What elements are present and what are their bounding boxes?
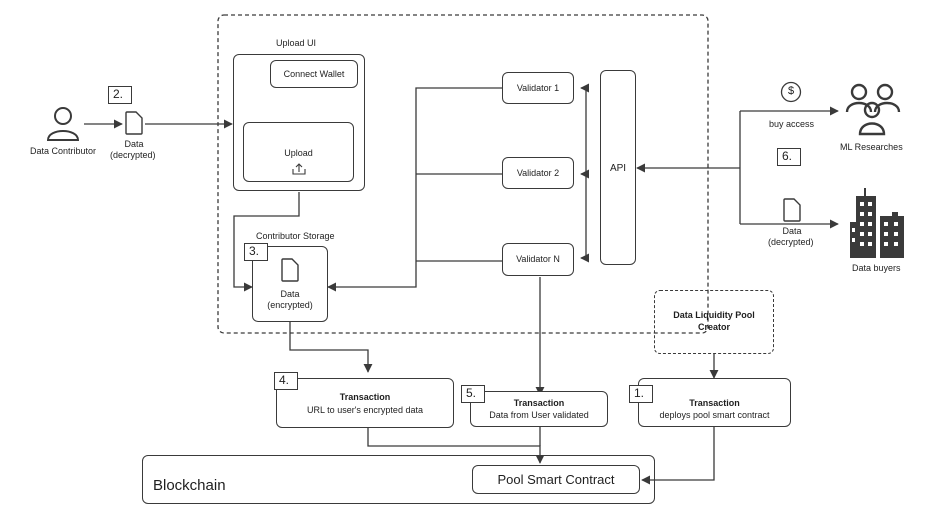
api-label: API [609,163,627,174]
transaction-4-desc: URL to user's encrypted data [307,405,423,415]
transaction-1-title: Transaction [689,398,740,408]
pool-creator-label-2: Creator [697,322,730,332]
transaction-5-box [470,391,608,427]
connect-wallet-label: Connect Wallet [283,69,345,79]
transaction-1-box [638,378,791,427]
platform-region [217,14,709,334]
connect-wallet-button[interactable]: Connect Wallet [270,60,358,88]
validator-1-label: Validator 1 [516,83,560,93]
data-encrypted-label-2: (encrypted) [267,300,313,310]
file-icon [125,111,143,135]
ml-researches-label: ML Researches [840,142,903,152]
transaction-4-box [276,378,454,428]
person-icon [46,107,80,141]
transaction-4-title: Transaction [339,392,391,402]
file-icon [783,198,801,222]
validator-2-box: Validator 2 [502,157,574,189]
buyer-data-label-2: (decrypted) [768,237,814,247]
step-2-badge: 2. [108,86,132,104]
people-group-icon [845,83,901,136]
api-box: API [600,70,636,265]
data-decrypted-label-1: Data [124,139,144,149]
step-5-badge: 5. [461,385,485,403]
transaction-5-title: Transaction [513,398,565,408]
upload-ui-title: Upload UI [276,38,317,48]
step-1-badge: 1. [629,385,653,403]
upload-button[interactable]: Upload [243,122,354,182]
validator-1-box: Validator 1 [502,72,574,104]
step-6-badge: 6. [777,148,801,166]
data-contributor-label: Data Contributor [30,146,97,156]
buy-access-label: buy access [769,119,815,129]
contributor-storage-title: Contributor Storage [256,231,335,241]
upload-icon [292,163,306,175]
validator-2-label: Validator 2 [516,168,560,178]
pool-creator-box [654,290,774,354]
pool-creator-label-1: Data Liquidity Pool [673,310,755,320]
data-decrypted-label-2: (decrypted) [110,150,156,160]
validator-n-box: Validator N [502,243,574,276]
transaction-5-desc: Data from User validated [489,410,589,420]
file-icon [281,258,299,282]
dollar-sign: $ [787,85,795,97]
pool-smart-contract-label: Pool Smart Contract [497,472,615,487]
step-3-badge: 3. [244,243,268,261]
dollar-icon [780,81,802,103]
step-4-badge: 4. [274,372,298,390]
upload-label: Upload [284,148,313,158]
data-encrypted-label-1: Data [280,289,300,299]
transaction-1-desc: deploys pool smart contract [659,410,770,420]
buyer-data-label-1: Data [782,226,802,236]
pool-smart-contract-box: Pool Smart Contract [472,465,640,494]
buildings-icon [850,188,904,258]
blockchain-container [142,455,655,504]
validator-n-label: Validator N [516,254,560,264]
data-buyers-label: Data buyers [852,263,901,273]
blockchain-label: Blockchain [153,477,226,494]
